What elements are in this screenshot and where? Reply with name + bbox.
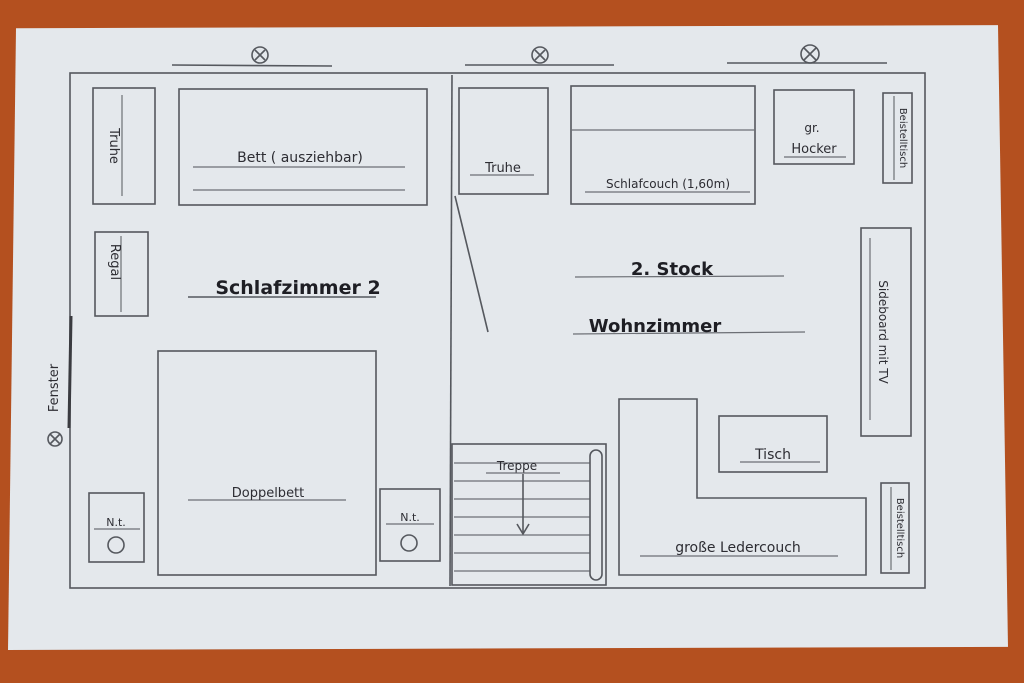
label-sideboard: Sideboard mit TV [876,280,890,384]
beistelltisch-bottom-box [880,482,910,574]
label-truhe-left: Truhe [106,127,121,164]
hocker-box [773,89,855,165]
label-beistelltisch-bottom: Beistelltisch [894,498,905,558]
dividing-wall [449,74,453,587]
nachttisch-left [88,492,145,563]
nachttisch-right [379,488,441,562]
label-fenster: Fenster [47,363,62,412]
window-marker-icon [47,431,63,447]
door-swing [454,195,489,333]
label-ledercouch: große Ledercouch [675,540,801,556]
window-top-middle [465,46,614,66]
sideboard-box [860,227,912,437]
tisch-box [718,415,828,473]
label-truhe-right: Truhe [484,161,521,176]
label-stock: 2. Stock [631,259,714,280]
label-wohnzimmer: Wohnzimmer [589,316,722,337]
label-tisch: Tisch [754,447,791,463]
label-doppelbett: Doppelbett [232,486,305,501]
window-marker-icon [251,46,269,64]
label-treppe: Treppe [496,459,537,473]
label-hocker-2: Hocker [791,142,837,157]
label-beistelltisch-top: Beistelltisch [897,108,908,168]
label-bett: Bett ( ausziehbar) [237,150,363,166]
window-marker-icon [531,46,549,64]
window-top-left [171,46,333,67]
bett-box [178,88,428,206]
label-schlafzimmer: Schlafzimmer 2 [215,277,380,299]
label-nt-right: N.t. [400,511,420,524]
truhe-left-box [92,87,156,205]
paper-sheet [8,25,1008,650]
doppelbett-box [157,350,377,576]
label-hocker-1: gr. [804,121,819,135]
schlafcouch-box [570,85,756,205]
window-top-right [727,44,887,64]
ledercouch-shape [618,398,867,576]
beistelltisch-top-box [882,92,913,184]
treppe [451,443,607,586]
window-left [47,315,73,447]
regal-box [94,231,149,317]
label-nt-left: N.t. [106,516,126,529]
label-schlafcouch: Schlafcouch (1,60m) [606,177,730,191]
label-regal: Regal [107,244,122,280]
truhe-right-box [458,87,549,195]
window-marker-icon [800,44,820,64]
